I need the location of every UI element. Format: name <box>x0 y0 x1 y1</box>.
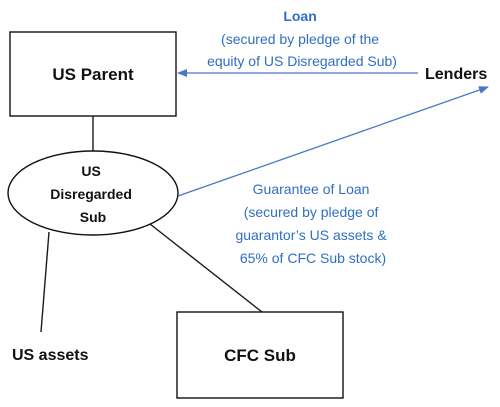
disregarded-sub-line-3: Sub <box>80 209 106 225</box>
sub-to-us-assets-connector <box>40 231 50 333</box>
disregarded-sub-line-1: US <box>81 163 100 179</box>
guarantee-arrow <box>177 86 489 197</box>
guarantee-line-1: Guarantee of Loan <box>253 181 370 197</box>
cfc-sub-label: CFC Sub <box>224 346 296 365</box>
guarantee-line-4: 65% of CFC Sub stock) <box>240 250 386 266</box>
cfc-sub-box <box>176 311 344 399</box>
lenders-label: Lenders <box>425 66 487 83</box>
us-parent-label: US Parent <box>52 65 134 84</box>
us-parent-box <box>9 31 177 117</box>
disregarded-sub-ellipse <box>7 150 179 236</box>
guarantee-line-2: (secured by pledge of <box>244 204 379 220</box>
loan-annotation: Loan (secured by pledge of the equity of… <box>207 8 397 69</box>
disregarded-sub-label: US Disregarded Sub <box>50 163 136 225</box>
loan-detail-line-2: equity of US Disregarded Sub) <box>207 53 397 69</box>
guarantee-annotation: Guarantee of Loan (secured by pledge of … <box>235 181 390 266</box>
loan-detail-line-1: (secured by pledge of the <box>221 31 379 47</box>
sub-to-cfc-connector <box>149 223 263 313</box>
loan-title: Loan <box>283 8 316 24</box>
guarantee-line-3: guarantor’s US assets & <box>235 227 387 243</box>
us-assets-label: US assets <box>12 347 89 364</box>
disregarded-sub-line-2: Disregarded <box>50 186 132 202</box>
